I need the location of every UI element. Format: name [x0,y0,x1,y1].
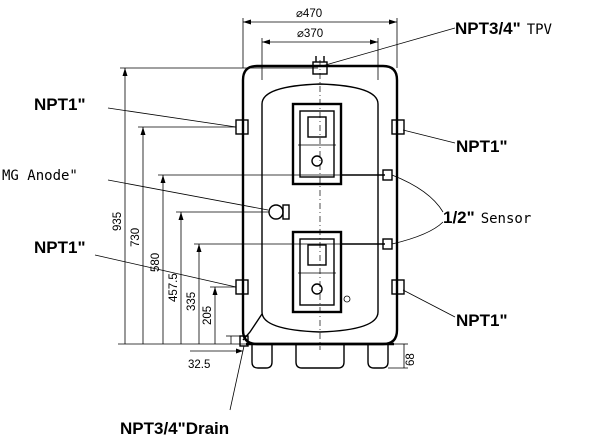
tank-body [235,56,405,369]
height-205-label: 205 [202,306,214,325]
npt1-bottom-left-label: NPT1" [34,238,86,257]
npt1-top-right-label: NPT1" [456,137,508,156]
height-68-label: 68 [405,353,417,366]
drain-label: NPT3/4"Drain [120,419,229,438]
height-730-label: 730 [130,228,142,247]
mg-anode-label: MG Anode" [2,168,78,184]
height-335-label: 335 [186,292,198,311]
width-dimensions [242,18,398,80]
width-32-label: 32.5 [188,359,210,371]
npt1-bottom-right-label: NPT1" [456,311,508,330]
height-580-label: 580 [150,253,162,272]
height-935-label: 935 [112,212,124,231]
inner-diameter-label: ⌀370 [297,28,323,40]
tpv-label: NPT3/4"TPV [455,19,553,38]
height-457-label: 457.5 [168,273,180,302]
npt1-top-left-label: NPT1" [34,95,86,114]
sensor-label: 1/2"Sensor [443,208,531,227]
leader-lines [94,27,456,411]
outer-diameter-label: ⌀470 [296,8,322,20]
height-dimensions [118,67,408,369]
